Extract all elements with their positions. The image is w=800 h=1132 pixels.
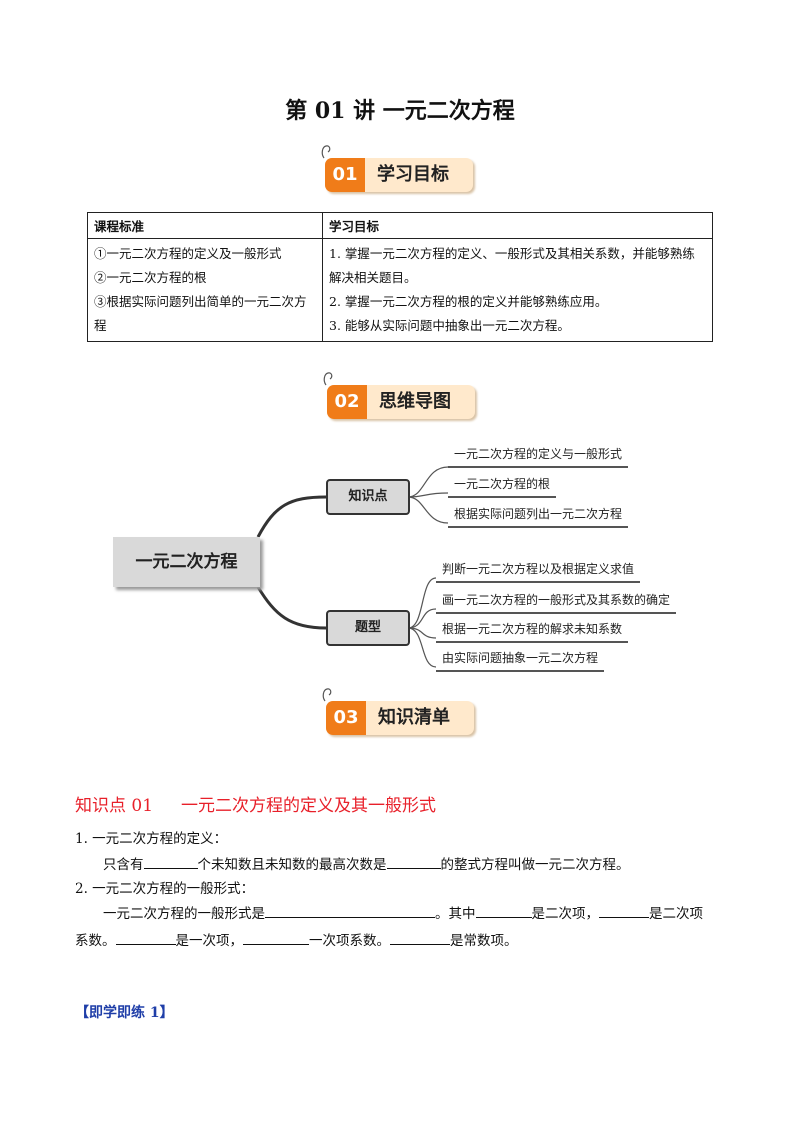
text-fragment: 是二次项 xyxy=(649,906,703,922)
practice-label: 【即学即练 1】 xyxy=(75,1005,174,1021)
text-fragment: 个未知数且未知数的最高次数是 xyxy=(197,857,387,873)
text-fragment: 一元二次方程的一般形式是 xyxy=(103,906,265,922)
standards-cell: ①一元二次方程的定义及一般形式 ②一元二次方程的根 ③根据实际问题列出简单的一元… xyxy=(87,238,323,342)
text-fragment: 一次项系数。 xyxy=(309,933,390,949)
objective-item: 1. 掌握一元二次方程的定义、一般形式及其相关系数，并能够熟练解决相关题目。 xyxy=(329,246,695,285)
fill-blank[interactable] xyxy=(390,930,450,945)
standard-item: ②一元二次方程的根 xyxy=(94,270,207,285)
mindmap-branch-knowledge: 知识点 xyxy=(326,479,410,515)
item-2-heading: 2. 一元二次方程的一般形式： xyxy=(75,881,255,897)
badge-label: 学习目标 xyxy=(377,164,449,185)
text-fragment: 是常数项。 xyxy=(450,933,518,949)
page-title: 第 01 讲 一元二次方程 xyxy=(285,98,515,124)
mindmap-leaf: 一元二次方程的根 xyxy=(448,472,557,498)
mindmap-leaf: 画一元二次方程的一般形式及其系数的确定 xyxy=(436,588,677,614)
section-badge-goals: 01 学习目标 xyxy=(321,145,485,194)
general-form-line: 一元二次方程的一般形式是 。其中 是二次项， 是二次项 xyxy=(103,902,703,922)
text-fragment: 。其中 xyxy=(435,906,476,922)
objectives-cell: 1. 掌握一元二次方程的定义、一般形式及其相关系数，并能够熟练解决相关题目。 2… xyxy=(322,238,713,342)
connector-root-knowledge xyxy=(256,495,327,538)
knowledge-heading: 知识点 01 一元二次方程的定义及其一般形式 xyxy=(75,791,464,816)
badge-label: 知识清单 xyxy=(378,707,450,728)
badge-number: 01 xyxy=(325,158,365,192)
objective-item: 2. 掌握一元二次方程的根的定义并能够熟练应用。 xyxy=(329,294,608,309)
connector-leaf xyxy=(407,577,437,629)
connector-leaf xyxy=(407,608,437,629)
connector-leaf xyxy=(407,466,449,498)
fill-blank[interactable] xyxy=(386,854,441,869)
mindmap-leaf: 由实际问题抽象一元二次方程 xyxy=(436,646,605,672)
item-1-heading: 1. 一元二次方程的定义： xyxy=(75,831,228,847)
mindmap-leaf: 根据实际问题列出一元二次方程 xyxy=(448,502,629,528)
badge-number: 02 xyxy=(327,385,367,419)
mindmap-branch-types: 题型 xyxy=(326,610,410,646)
mindmap-leaf: 一元二次方程的定义与一般形式 xyxy=(448,442,629,468)
text-fragment: 系数。 xyxy=(75,933,116,949)
text-fragment: 是二次项， xyxy=(531,906,600,922)
fill-blank[interactable] xyxy=(599,903,649,918)
goals-table: 课程标准 学习目标 ①一元二次方程的定义及一般形式 ②一元二次方程的根 ③根据实… xyxy=(87,212,713,342)
knowledge-heading-text: 一元二次方程的定义及其一般形式 xyxy=(181,796,437,816)
fill-blank[interactable] xyxy=(243,930,309,945)
text-fragment: 只含有 xyxy=(103,857,144,873)
paperclip-icon xyxy=(321,145,331,159)
mindmap-root: 一元二次方程 xyxy=(113,537,260,587)
general-form-line-2: 系数。 是一次项， 一次项系数。 是常数项。 xyxy=(75,929,518,949)
standard-item: ③根据实际问题列出简单的一元二次方程 xyxy=(94,294,307,333)
fill-blank[interactable] xyxy=(115,930,176,945)
section-badge-knowledge: 03 知识清单 xyxy=(322,688,486,737)
table-row: ①一元二次方程的定义及一般形式 ②一元二次方程的根 ③根据实际问题列出简单的一元… xyxy=(87,238,713,342)
paperclip-icon xyxy=(323,372,333,386)
mindmap-leaf: 根据一元二次方程的解求未知系数 xyxy=(436,617,629,643)
standard-item: ①一元二次方程的定义及一般形式 xyxy=(94,246,282,261)
objective-item: 3. 能够从实际问题中抽象出一元二次方程。 xyxy=(329,318,570,333)
fill-blank[interactable] xyxy=(265,903,435,918)
fill-blank[interactable] xyxy=(143,854,198,869)
connector-root-types xyxy=(256,586,327,630)
section-badge-mindmap: 02 思维导图 xyxy=(323,372,487,421)
badge-number: 03 xyxy=(326,701,366,735)
table-header-row: 课程标准 学习目标 xyxy=(87,212,713,239)
definition-line: 只含有 个未知数且未知数的最高次数是 的整式方程叫做一元二次方程。 xyxy=(103,853,630,873)
connector-leaf xyxy=(407,496,449,524)
text-fragment: 是一次项， xyxy=(175,933,244,949)
knowledge-heading-number: 知识点 01 xyxy=(75,796,154,816)
text-fragment: 的整式方程叫做一元二次方程。 xyxy=(440,857,630,873)
paperclip-icon xyxy=(322,688,332,702)
badge-label: 思维导图 xyxy=(379,391,451,412)
connector-leaf xyxy=(407,627,437,668)
fill-blank[interactable] xyxy=(475,903,532,918)
mindmap-leaf: 判断一元二次方程以及根据定义求值 xyxy=(436,557,641,583)
